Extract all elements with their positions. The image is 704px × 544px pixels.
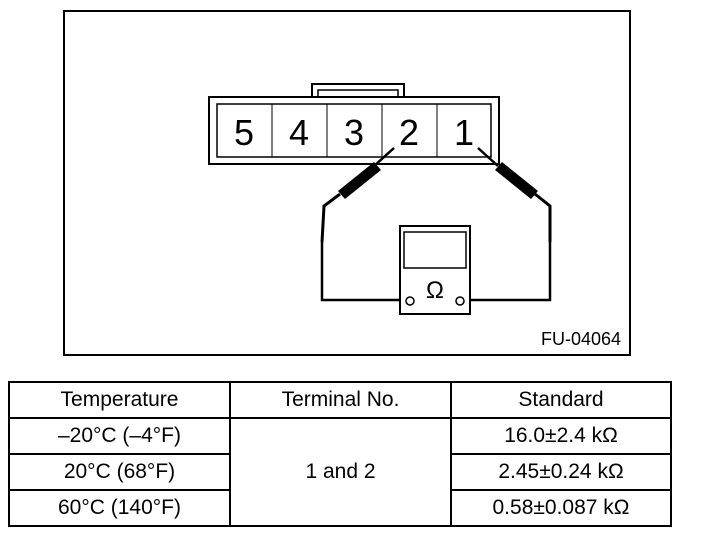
connector-inner: [216, 103, 492, 158]
standard-cell: 16.0±2.4 kΩ: [450, 417, 672, 455]
connector-latch: [311, 83, 405, 97]
table-row: 20°C (68°F) 2.45±0.24 kΩ: [8, 453, 672, 491]
table-row: 60°C (140°F) 0.58±0.087 kΩ: [8, 489, 672, 527]
right-probe-handle: [495, 162, 538, 199]
standard-cell: 2.45±0.24 kΩ: [450, 453, 672, 491]
table-header-row: Temperature Terminal No. Standard: [8, 381, 672, 419]
header-terminal: Terminal No.: [229, 381, 452, 419]
figure-code: FU-04064: [540, 329, 621, 349]
resistance-spec-table: Temperature Terminal No. Standard –20°C …: [8, 381, 672, 527]
terminal-2-label: 2: [399, 112, 419, 153]
terminal-5-label: 5: [234, 112, 254, 153]
diagram-frame: 5 4 3 2 1 Ω FU-04064: [63, 10, 631, 356]
header-standard: Standard: [450, 381, 672, 419]
ohm-symbol: Ω: [426, 277, 444, 304]
meter-terminal-right: [455, 296, 465, 306]
terminal-3-label: 3: [344, 112, 364, 153]
table-row: –20°C (–4°F) 1 and 2 16.0±2.4 kΩ: [8, 417, 672, 527]
terminal-1-label: 1: [454, 112, 474, 153]
left-probe-lead: [320, 192, 341, 243]
terminal-4-label: 4: [289, 112, 309, 153]
header-temperature: Temperature: [8, 381, 231, 419]
right-probe-tip: [477, 147, 499, 167]
left-probe-handle: [338, 162, 381, 199]
terminal-cell: 1 and 2: [229, 417, 452, 527]
right-probe-lead: [534, 192, 552, 242]
ohmmeter-display: [403, 231, 467, 269]
standard-cell: 0.58±0.087 kΩ: [450, 489, 672, 527]
left-probe-tip: [373, 147, 395, 167]
temperature-cell: 60°C (140°F): [8, 489, 231, 527]
meter-terminal-left: [405, 296, 415, 306]
temperature-cell: –20°C (–4°F): [8, 417, 231, 455]
temperature-cell: 20°C (68°F): [8, 453, 231, 491]
